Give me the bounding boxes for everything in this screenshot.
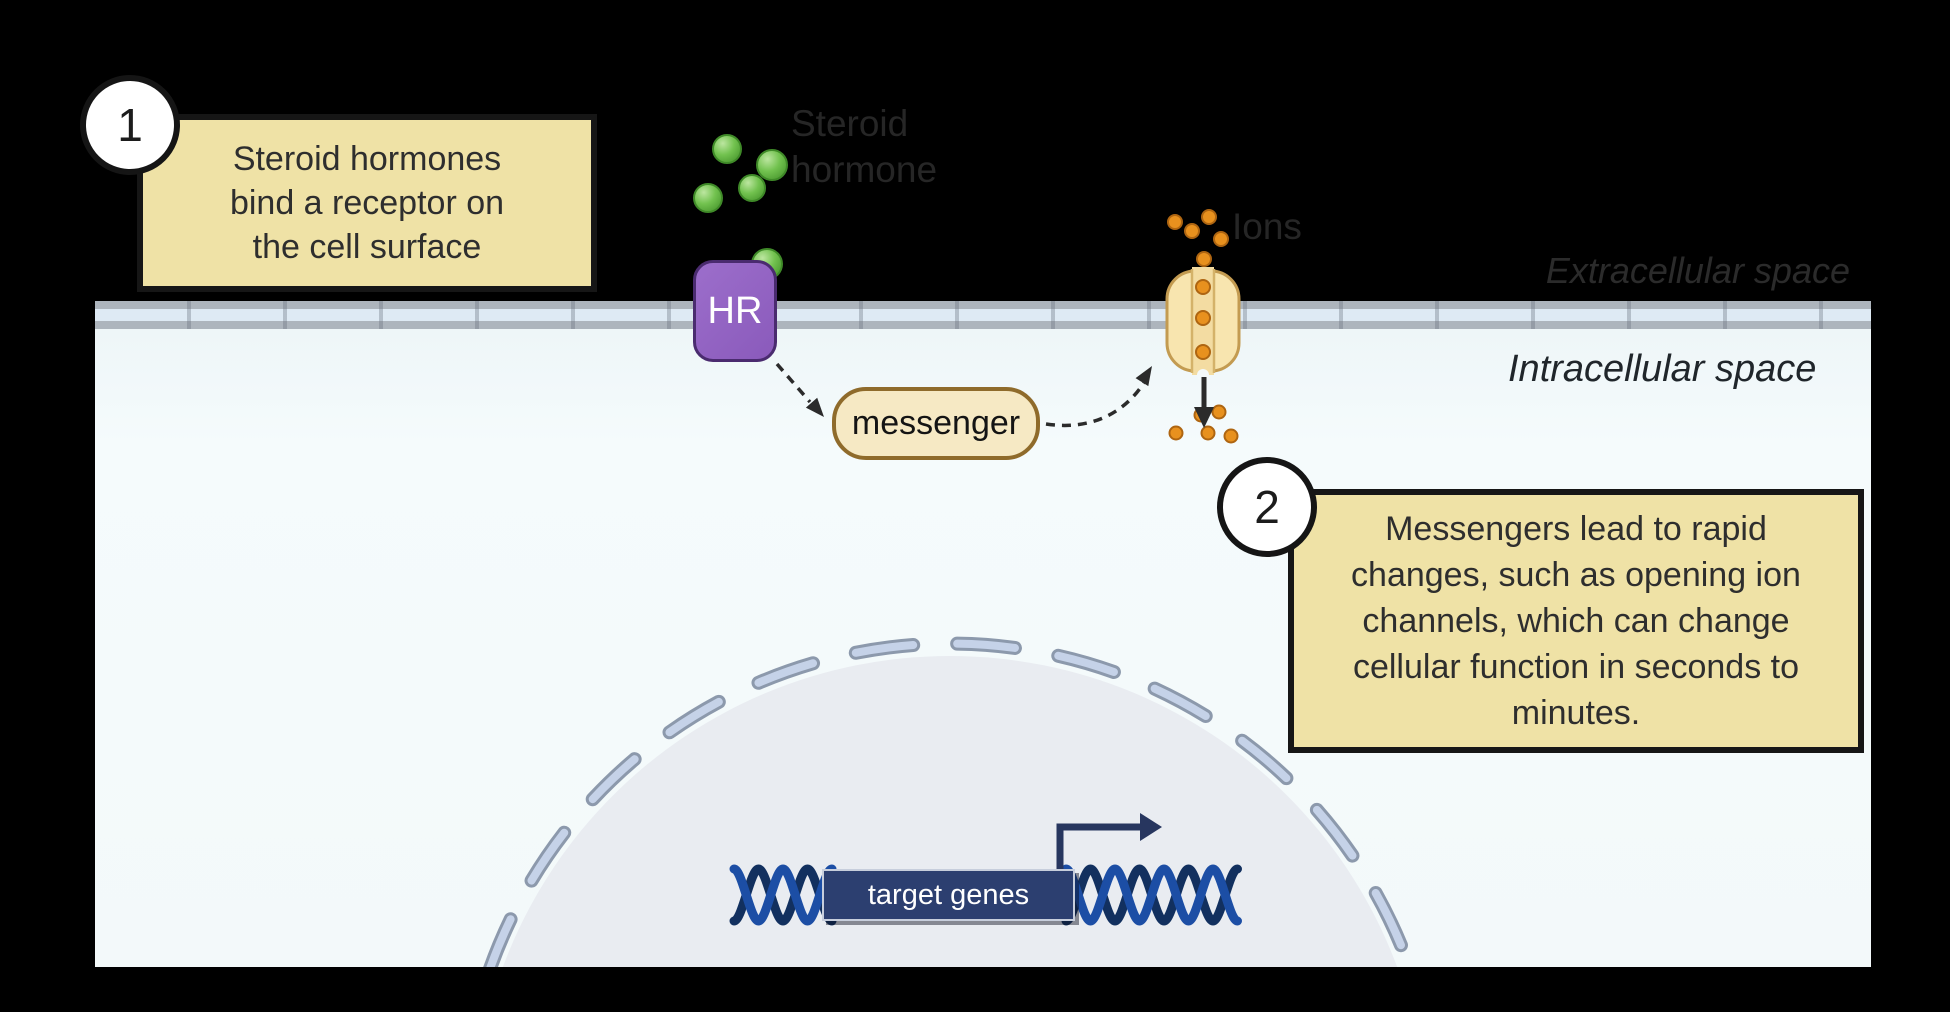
messenger-label: messenger — [851, 404, 1021, 442]
hormone-receptor: HR — [693, 260, 777, 362]
intracellular-space-label: Intracellular space — [1508, 348, 1817, 390]
step-1-number: 1 — [117, 99, 143, 151]
target-genes-box: target genes — [822, 869, 1075, 921]
step-2-badge: 2 — [1217, 457, 1317, 557]
step-2-text: Messengers lead to rapid changes, such a… — [1351, 510, 1801, 732]
steroid-hormone-molecules — [693, 134, 788, 280]
target-genes-label: target genes — [867, 878, 1030, 911]
messenger-box: messenger — [832, 387, 1040, 460]
steroid-hormone-label: Steroid hormone — [791, 103, 938, 190]
step-1-text: Steroid hormones bind a receptor on the … — [229, 140, 505, 266]
ions-label: Ions — [1232, 206, 1302, 247]
step-2-number: 2 — [1254, 481, 1280, 533]
plasma-membrane — [95, 301, 1871, 329]
extracellular-space-label: Extracellular space — [1545, 250, 1850, 291]
hormone-receptor-label: HR — [707, 289, 763, 332]
step-1-badge: 1 — [80, 75, 180, 175]
step-2-callout: Messengers lead to rapid changes, such a… — [1288, 489, 1864, 753]
step-1-callout: Steroid hormones bind a receptor on the … — [137, 114, 597, 292]
